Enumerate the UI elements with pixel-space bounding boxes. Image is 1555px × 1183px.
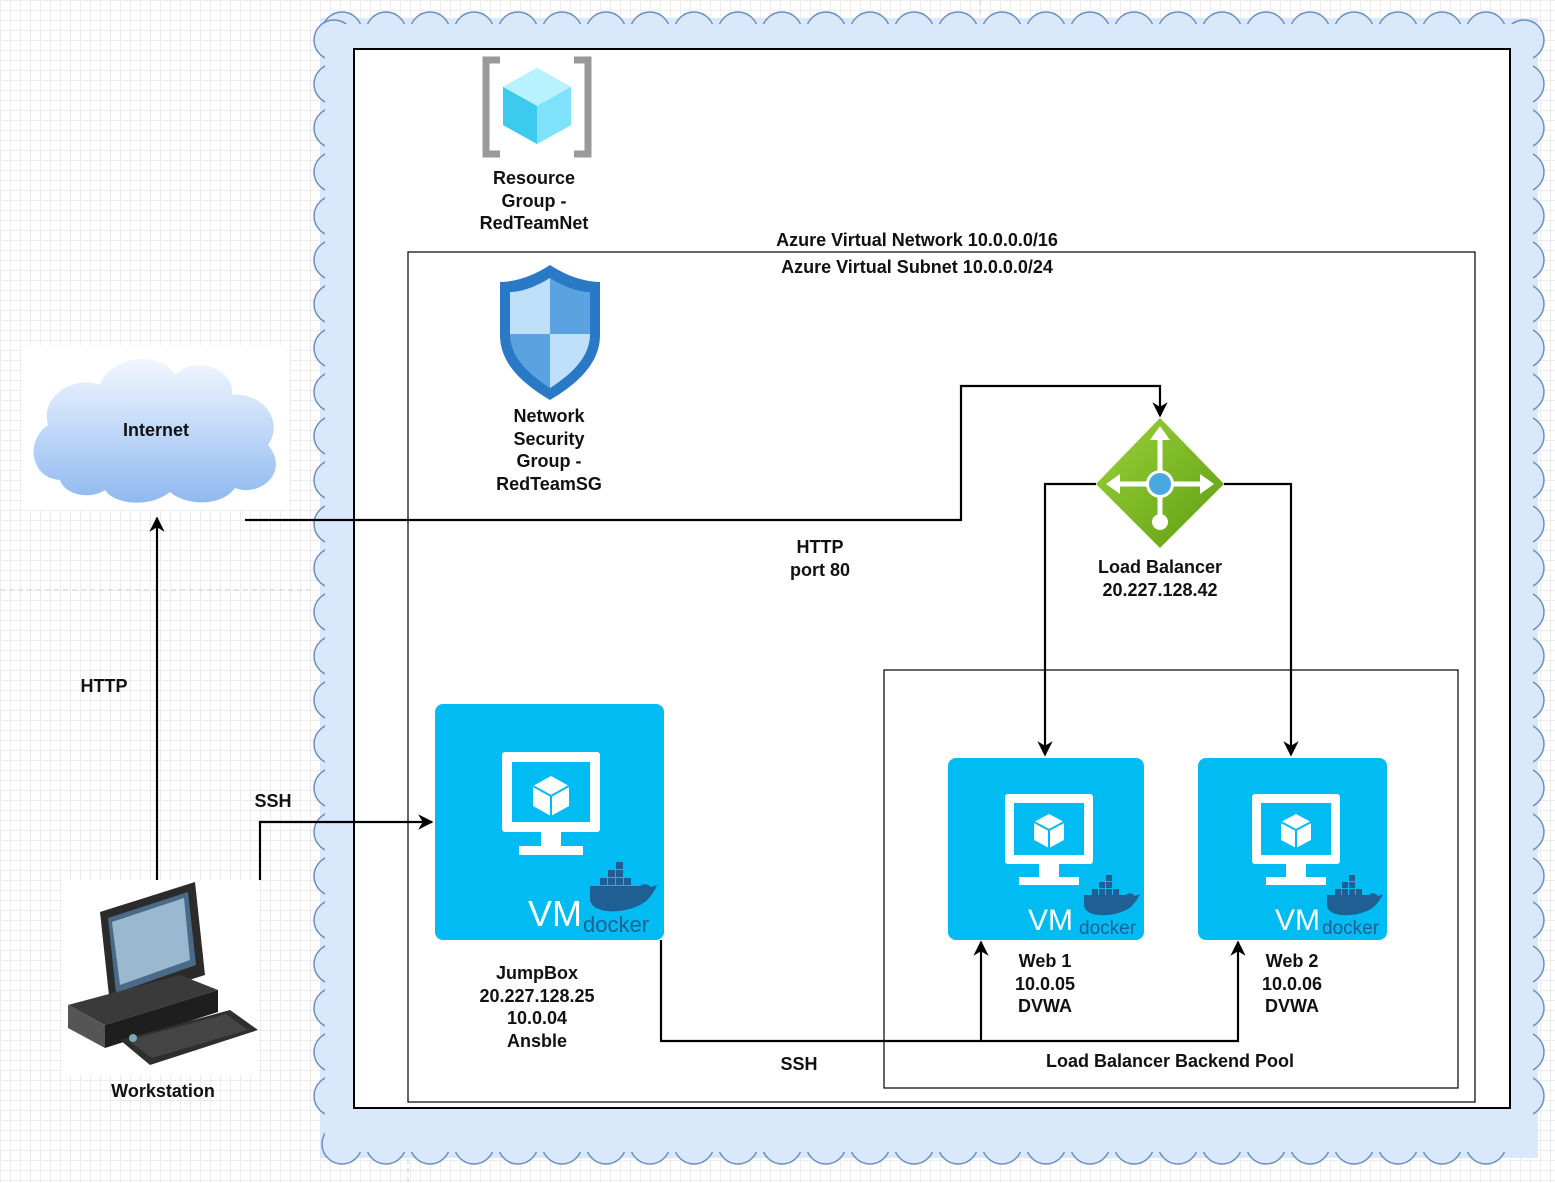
jumpbox-vm-text: VM: [528, 893, 582, 934]
backend-pool-label: Load Balancer Backend Pool: [1045, 1051, 1295, 1071]
load-balancer-icon: [1096, 418, 1224, 548]
edge-internet-loadbalancer: [245, 384, 1168, 522]
web2-label: Web 2 10.0.06 DVWA: [1261, 951, 1323, 1016]
edge-workstation-jumpbox: [258, 814, 434, 880]
jumpbox-docker-text: docker: [583, 912, 649, 937]
backend-pool-box: [883, 669, 1459, 1089]
web1-vm-text: VM: [1028, 904, 1073, 937]
vnet-label: Azure Virtual Network 10.0.0.0/16: [776, 230, 1058, 250]
docker-whale-icon: [1084, 875, 1140, 916]
jumpbox-vm-icon: VM docker: [435, 704, 664, 940]
resource-group-icon: [482, 56, 592, 158]
jumpbox-label: JumpBox 20.227.128.25 10.0.04 Ansble: [479, 963, 595, 1051]
edge-label-http-lb: HTTP port 80: [789, 537, 850, 580]
edge-label-ssh-web: SSH: [780, 1054, 818, 1074]
edge-lb-web1: [1037, 482, 1096, 757]
subnet-label: Azure Virtual Subnet 10.0.0.0/24: [781, 257, 1053, 277]
web2-vm-text: VM: [1275, 904, 1320, 937]
subnet-box: [407, 251, 1476, 1103]
resource-group-label: Resource Group - RedTeamNet: [479, 168, 589, 233]
web1-label: Web 1 10.0.05 DVWA: [1014, 951, 1076, 1016]
edge-label-http-internet: HTTP: [80, 676, 128, 696]
edge-jumpbox-web1: [659, 940, 989, 1043]
web2-vm-icon: VM docker: [1198, 758, 1387, 940]
web1-vm-icon: VM docker: [948, 758, 1144, 940]
internet-label: Internet: [122, 420, 189, 440]
docker-whale-icon: [1327, 875, 1383, 916]
edge-jumpbox-web2: [981, 940, 1246, 1043]
workstation-label: Workstation: [111, 1081, 215, 1101]
edge-lb-web2: [1224, 482, 1299, 757]
nsg-label: Network Security Group - RedTeamSG: [496, 406, 602, 494]
web2-docker-text: docker: [1322, 918, 1380, 939]
internet-cloud-icon: [22, 345, 290, 510]
docker-whale-icon: [590, 862, 657, 912]
web1-docker-text: docker: [1079, 918, 1137, 939]
load-balancer-label: Load Balancer 20.227.128.42: [1097, 557, 1223, 600]
workstation-icon: [62, 880, 258, 1075]
edge-label-ssh-jumpbox: SSH: [254, 791, 292, 811]
shield-icon: [500, 265, 600, 400]
